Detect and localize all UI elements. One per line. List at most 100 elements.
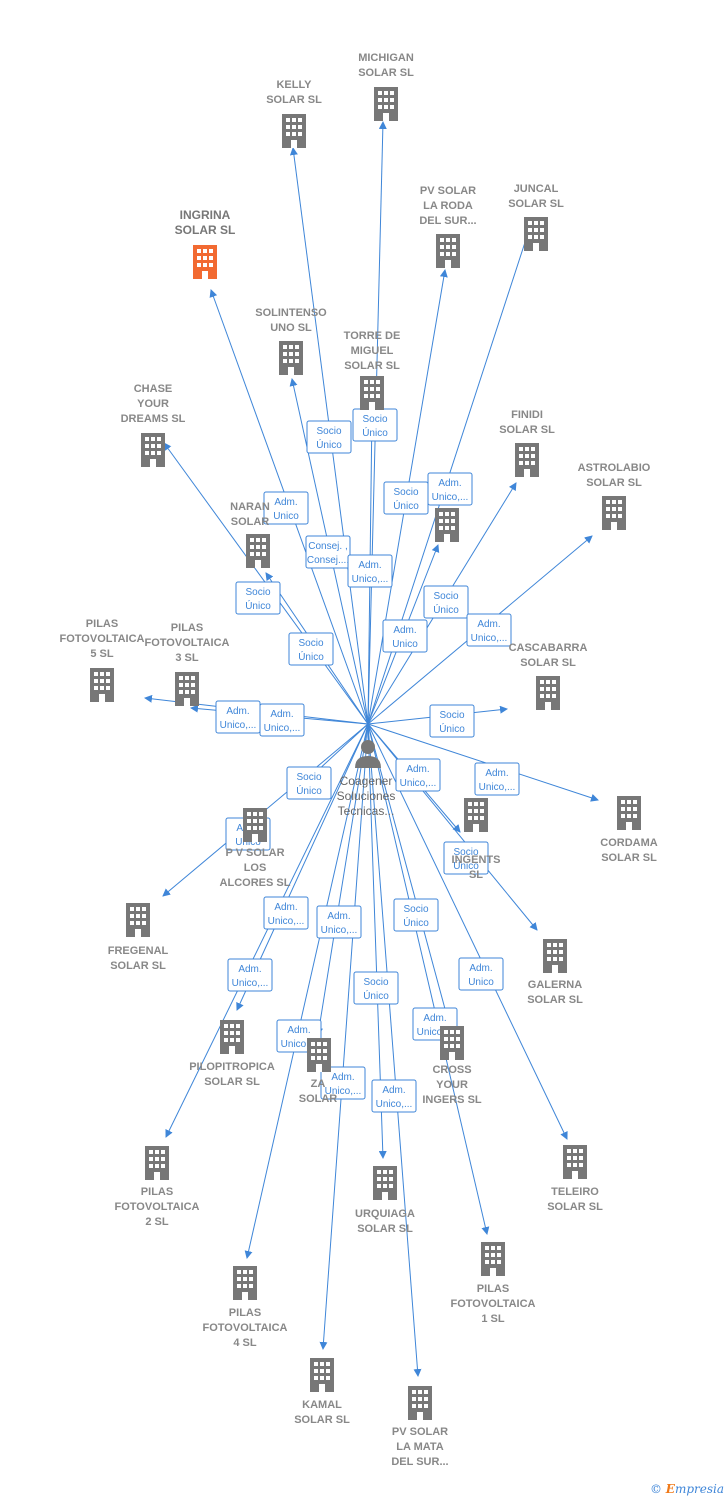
building-icon (617, 796, 641, 830)
building-icon (464, 798, 488, 832)
company-label-line: CASCABARRA (509, 642, 588, 654)
edge-label-pv-la-mata[interactable]: Adm.Unico,... (371, 1079, 417, 1113)
edge-label-kamal[interactable]: Adm.Unico,... (320, 1066, 366, 1100)
building-icon (373, 1166, 397, 1200)
edge-to-kamal (319, 723, 369, 1350)
edge-label-box (443, 841, 489, 875)
company-label-line: SOLAR (299, 1093, 338, 1105)
edge-label-box (458, 957, 504, 991)
edge-label-astrolabio[interactable]: Adm.Unico,... (466, 613, 512, 647)
edge-to-galerna (367, 723, 538, 931)
edge-label-text: Único (363, 989, 389, 1002)
edge-label-galerna[interactable]: Adm.Unico,... (395, 758, 441, 792)
edge-label-solintenso[interactable]: Consej. ,Consej.... (305, 535, 351, 569)
company-node-unnamed-1[interactable] (435, 508, 459, 542)
edge-label-juncal[interactable]: Adm.Unico,... (427, 472, 473, 506)
building-icon (536, 676, 560, 710)
edge-label-text: Adm. (287, 1025, 310, 1036)
company-label-line: ASTROLABIO (578, 462, 651, 474)
edge-label-text: Unico,... (479, 782, 516, 793)
edge-label-box (306, 420, 352, 454)
edge-to-pilas-1 (367, 723, 490, 1235)
edge-label-pilas-1[interactable]: Adm.Unico,... (412, 1007, 458, 1041)
edge-labels-layer: SocioÚnicoSocioÚnicoSocioÚnicoAdm.Unico,… (215, 408, 520, 1113)
company-label-line: CHASE (134, 383, 173, 395)
edge-label-text: Socio (298, 638, 323, 649)
company-label-line: NARAN (230, 501, 270, 513)
edge-label-box (423, 585, 469, 619)
edge-label-pilas-2[interactable]: Adm.Unico,... (316, 905, 362, 939)
company-label-line: FREGENAL (108, 945, 169, 957)
edge-label-ingrina[interactable]: Adm.Unico (263, 491, 309, 525)
edge-label-unnamed-1[interactable]: Adm.Unico (382, 619, 428, 653)
edge-label-box (288, 632, 334, 666)
center-name-line-3: Tecnicas... (338, 804, 395, 818)
building-icon (126, 903, 150, 937)
company-label-line: SOLAR SL (547, 1201, 603, 1213)
edge-label-pilas-5[interactable]: Adm.Unico,... (215, 700, 261, 734)
company-label-line: URQUIAGA (355, 1208, 415, 1220)
edge-label-pilopitropica[interactable]: Adm.Unico,... (227, 958, 273, 992)
company-label-line: 3 SL (175, 652, 199, 664)
edge-label-pilas-3[interactable]: Adm.Unico,... (259, 703, 305, 737)
edge-label-text: Adm. (382, 1085, 405, 1096)
company-label-line: YOUR (436, 1079, 468, 1091)
building-icon (408, 1386, 432, 1420)
edge-label-text: Adm. (358, 560, 381, 571)
edge-to-zar (315, 723, 369, 1036)
center-person-node[interactable]: Coagener Soluciones Tecnicas... (337, 740, 396, 818)
edge-label-text: Adm. (393, 625, 416, 636)
edge-label-text: Adm. (331, 1072, 354, 1083)
edge-label-cordama[interactable]: Adm. Unico,... (474, 762, 520, 796)
footer-brand: © Empresia (650, 1482, 724, 1496)
edge-label-text: Adm. (485, 768, 508, 779)
edge-label-torre-miguel[interactable]: Adm.Unico,... (347, 554, 393, 588)
company-label-line: PILAS (141, 1186, 173, 1198)
building-icon (233, 1266, 257, 1300)
edge-label-teleiro[interactable]: Adm.Unico (458, 957, 504, 991)
company-label-line: MIGUEL (351, 345, 394, 357)
edge-label-box (353, 971, 399, 1005)
edge-label-zar[interactable]: Adm.Unico,... (263, 896, 309, 930)
